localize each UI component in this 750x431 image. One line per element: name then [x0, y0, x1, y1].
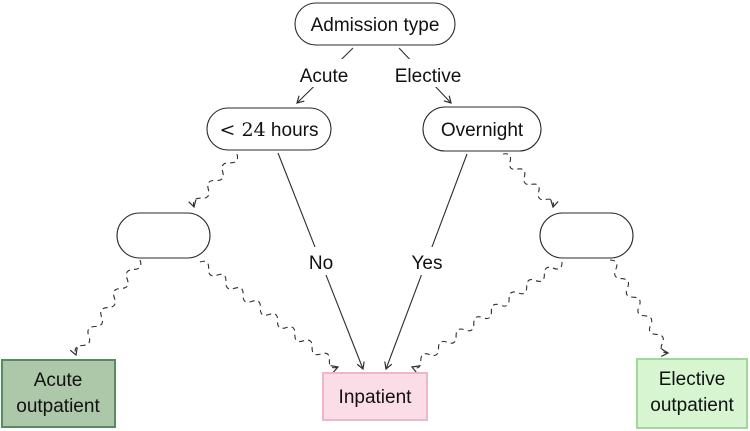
no-label-bg: [300, 247, 342, 275]
leaf-acute-outpatient-line2: outpatient: [16, 396, 100, 417]
edge-hidden-left-to-acute-outpatient: [69, 259, 142, 357]
edge-lt24-to-hidden-left: [188, 153, 239, 209]
lt24-math-part: < 24: [220, 119, 266, 141]
leaf-elective-outpatient-label: Elective outpatient: [650, 369, 734, 416]
node-hidden-left: [116, 212, 211, 259]
acute-label-bg: [294, 59, 354, 87]
edge-label-acute: Acute: [300, 66, 349, 87]
edge-hidden-right-to-inpatient: [410, 261, 563, 374]
node-overnight-label: Overnight: [441, 120, 524, 141]
edge-hidden-right-to-elective-outpatient: [609, 259, 670, 358]
leaf-acute-outpatient-label: Acute outpatient: [16, 370, 100, 417]
edge-hidden-left-to-inpatient: [199, 260, 340, 374]
edge-overnight-to-hidden-right: [502, 153, 559, 209]
node-admission-type-label: Admission type: [311, 15, 440, 36]
leaf-elective-outpatient: [636, 358, 748, 429]
leaf-inpatient-label: Inpatient: [339, 387, 413, 408]
edge-label-yes: Yes: [412, 253, 443, 274]
node-hidden-right: [539, 212, 634, 259]
edge-label-no: No: [309, 253, 333, 274]
yes-label-bg: [405, 247, 451, 275]
edge-label-elective: Elective: [395, 66, 462, 87]
lt24-text-part: hours: [266, 120, 319, 141]
leaf-inpatient: [322, 372, 428, 421]
node-lt24-hours: [206, 107, 332, 151]
node-lt24-hours-label: < 24 hours: [220, 119, 319, 141]
leaf-elective-outpatient-line2: outpatient: [650, 395, 734, 416]
node-overnight: [422, 106, 542, 152]
leaf-acute-outpatient-line1: Acute: [34, 370, 83, 391]
node-admission-type: [294, 2, 456, 46]
leaf-elective-outpatient-line1: Elective: [659, 369, 726, 390]
leaf-acute-outpatient: [1, 359, 116, 428]
elective-label-bg: [389, 59, 465, 87]
